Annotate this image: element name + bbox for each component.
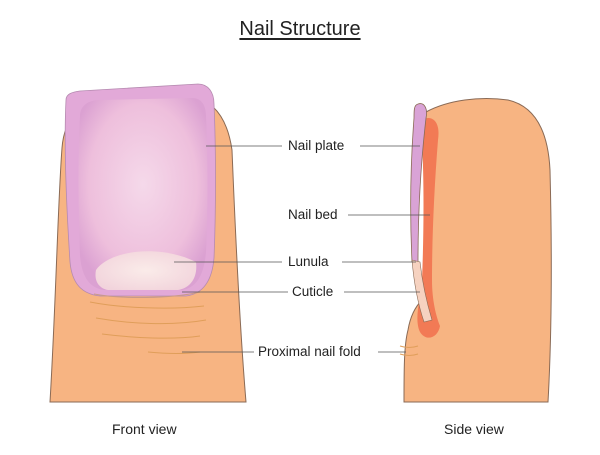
label-nail-bed: Nail bed [288, 207, 338, 222]
front-crease-2 [95, 317, 207, 325]
side-crease-1 [399, 345, 419, 348]
front-nail-plate-inner [78, 98, 208, 290]
front-crease-4 [147, 351, 201, 354]
label-lunula: Lunula [288, 254, 329, 269]
leader-lines [174, 145, 430, 353]
side-view-finger [399, 98, 552, 403]
label-proximal-nail-fold: Proximal nail fold [258, 344, 361, 359]
front-crease-3 [101, 333, 201, 339]
caption-side-view: Side view [444, 421, 504, 437]
caption-front-view: Front view [112, 421, 177, 437]
label-nail-plate: Nail plate [288, 138, 345, 153]
side-cuticle [411, 259, 433, 323]
label-cuticle: Cuticle [292, 284, 334, 299]
front-view-finger [49, 83, 247, 403]
diagram-title-text: Nail Structure [239, 18, 361, 40]
front-lunula [95, 251, 197, 290]
front-crease-1 [89, 301, 205, 309]
side-crease-2 [399, 353, 419, 356]
front-cuticle-line [93, 291, 201, 299]
diagram-title: Nail Structure [0, 18, 600, 41]
